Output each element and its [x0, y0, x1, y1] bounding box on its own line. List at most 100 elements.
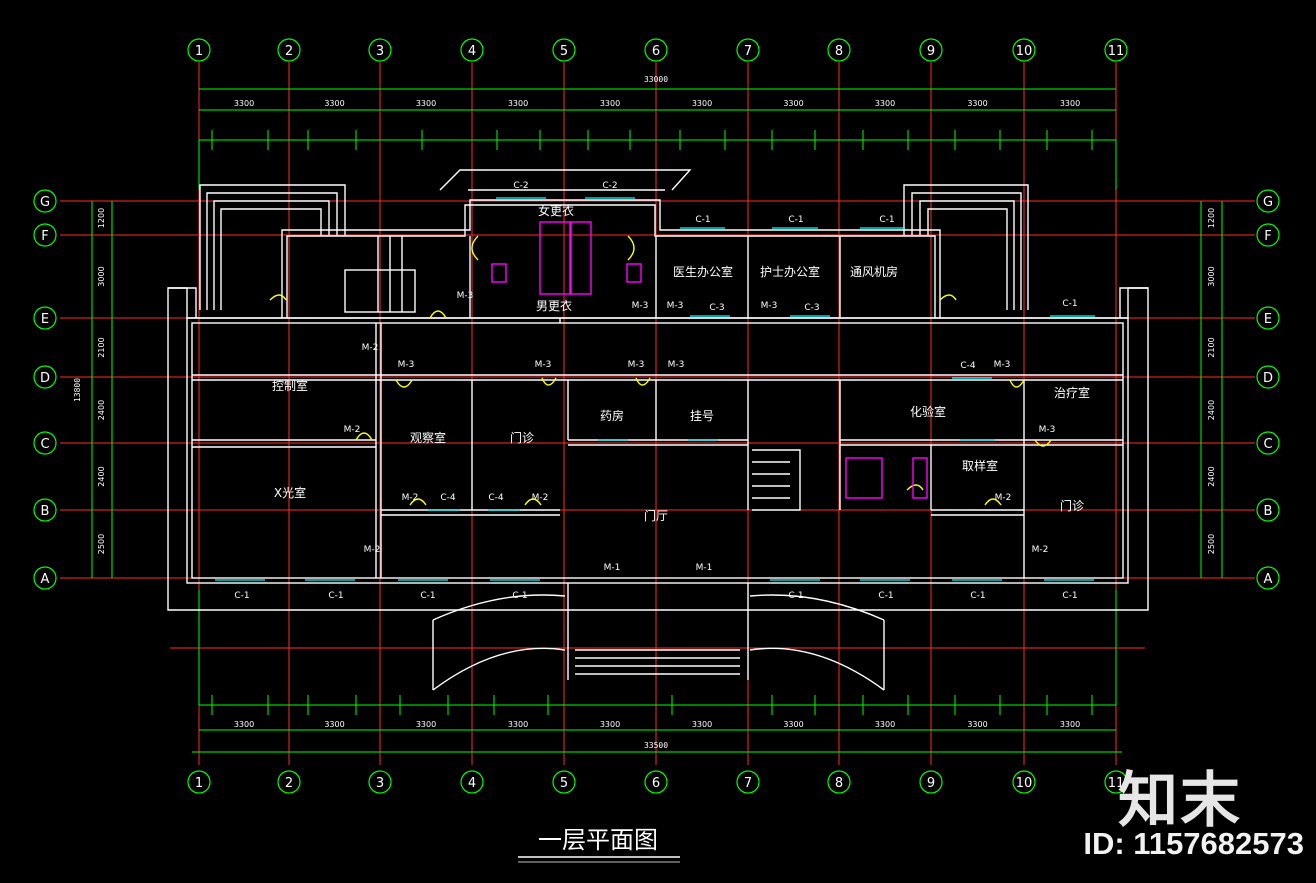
window-label: C-3	[804, 303, 819, 313]
svg-text:11: 11	[1108, 776, 1125, 791]
bay-dimension-bottom: 3300	[234, 720, 254, 729]
bay-dimension-bottom: 3300	[600, 720, 620, 729]
annotation-text-layer: 3300 3300 3300 3300 3300 3300 3300 3300 3300 3300…	[97, 99, 1216, 729]
depth-dimension-left: 2400	[97, 400, 106, 420]
depth-dimension-right: 3000	[1207, 266, 1216, 286]
room-label: 通风机房	[850, 264, 898, 279]
bay-dimension-top: 3300	[416, 99, 436, 108]
room-label: 男更衣	[536, 298, 572, 313]
watermark-id: ID: 1157682573	[1083, 826, 1304, 861]
window-marks	[215, 197, 1095, 581]
door-label: M-3	[668, 360, 685, 370]
bay-dimension-bottom: 3300	[508, 720, 528, 729]
door-label: M-3	[667, 301, 684, 311]
axis-bubble-B-right: B	[1256, 498, 1280, 522]
door-label: M-3	[535, 360, 552, 370]
door-label: M-3	[1039, 425, 1056, 435]
door-label: M-1	[696, 563, 713, 573]
axis-bubble-11-top: 11	[1104, 38, 1128, 62]
window-label: C-2	[602, 181, 617, 191]
door-label: M-3	[994, 360, 1011, 370]
svg-text:8: 8	[835, 776, 843, 791]
axis-bubble-F-right: F	[1256, 223, 1280, 247]
door-label: M-2	[532, 493, 549, 503]
svg-text:F: F	[1264, 229, 1271, 244]
depth-dimension-left: 2400	[97, 466, 106, 486]
axis-bubble-6-bottom: 6	[644, 770, 668, 794]
axis-bubble-D-right: D	[1256, 365, 1280, 389]
axis-bubble-5-bottom: 5	[552, 770, 576, 794]
axis-bubble-1-bottom: 1	[187, 770, 211, 794]
dimension-lines	[91, 88, 1223, 753]
depth-dimension-left: 1200	[97, 208, 106, 228]
svg-text:3: 3	[376, 44, 384, 59]
room-label: 观察室	[410, 430, 446, 445]
svg-text:4: 4	[468, 44, 476, 59]
room-label: 取样室	[962, 458, 998, 473]
bay-dimension-top: 3300	[875, 99, 895, 108]
room-label: 化验室	[910, 404, 946, 419]
window-label: C-1	[788, 215, 803, 225]
bay-dimension-bottom: 3300	[875, 720, 895, 729]
svg-text:C: C	[40, 437, 49, 452]
svg-text:D: D	[1263, 371, 1273, 386]
bay-dimension-bottom: 3300	[783, 720, 803, 729]
svg-text:E: E	[1264, 312, 1272, 327]
window-label: C-1	[1062, 591, 1077, 601]
room-label: 控制室	[272, 378, 308, 393]
axis-bubble-D-left: D	[33, 365, 57, 389]
door-label: M-3	[632, 301, 649, 311]
bay-dimension-bottom: 3300	[1060, 720, 1080, 729]
window-label: C-1	[1062, 299, 1077, 309]
axis-bubble-8-bottom: 8	[827, 770, 851, 794]
axis-bubble-8-top: 8	[827, 38, 851, 62]
axis-bubble-C-right: C	[1256, 431, 1280, 455]
svg-text:2: 2	[285, 44, 293, 59]
svg-text:B: B	[41, 504, 50, 519]
window-label: C-2	[513, 181, 528, 191]
depth-total-left: 13800	[73, 378, 82, 402]
door-label: M-3	[398, 360, 415, 370]
room-label: 门厅	[644, 508, 668, 523]
svg-text:B: B	[1264, 504, 1273, 519]
svg-text:6: 6	[652, 776, 660, 791]
svg-text:11: 11	[1108, 44, 1125, 59]
svg-text:F: F	[41, 229, 48, 244]
bay-dimension-top: 3300	[967, 99, 987, 108]
svg-text:7: 7	[744, 776, 752, 791]
door-label: M-2	[344, 425, 361, 435]
depth-dimension-left: 3000	[97, 266, 106, 286]
svg-text:2: 2	[285, 776, 293, 791]
bay-dimension-bottom: 3300	[324, 720, 344, 729]
depth-dimension-right: 2400	[1207, 466, 1216, 486]
svg-text:G: G	[1263, 195, 1273, 210]
svg-text:5: 5	[560, 776, 568, 791]
axis-bubble-5-top: 5	[552, 38, 576, 62]
door-label: M-1	[604, 563, 621, 573]
bay-dimension-top: 3300	[600, 99, 620, 108]
window-label: C-3	[709, 303, 724, 313]
window-label: C-1	[420, 591, 435, 601]
total-top-dimension: 33000	[644, 75, 668, 84]
door-label: M-2	[1032, 545, 1049, 555]
svg-text:9: 9	[927, 44, 935, 59]
svg-text:A: A	[41, 572, 50, 587]
window-label: C-4	[440, 493, 456, 503]
room-label: X光室	[274, 485, 306, 500]
room-label: 门诊	[510, 430, 534, 445]
svg-text:9: 9	[927, 776, 935, 791]
depth-dimension-right: 1200	[1207, 208, 1216, 228]
door-marks	[269, 235, 1052, 506]
room-label: 女更衣	[538, 203, 574, 218]
axis-bubble-4-top: 4	[460, 38, 484, 62]
axis-bubble-10-bottom: 10	[1012, 770, 1036, 794]
axis-bubble-2-top: 2	[277, 38, 301, 62]
axis-bubble-G-right: G	[1256, 189, 1280, 213]
depth-dimension-right: 2500	[1207, 534, 1216, 554]
axis-bubble-A-right: A	[1256, 566, 1280, 590]
bay-dimension-bottom: 3300	[416, 720, 436, 729]
axis-bubble-7-bottom: 7	[736, 770, 760, 794]
door-label: M-3	[457, 291, 474, 301]
